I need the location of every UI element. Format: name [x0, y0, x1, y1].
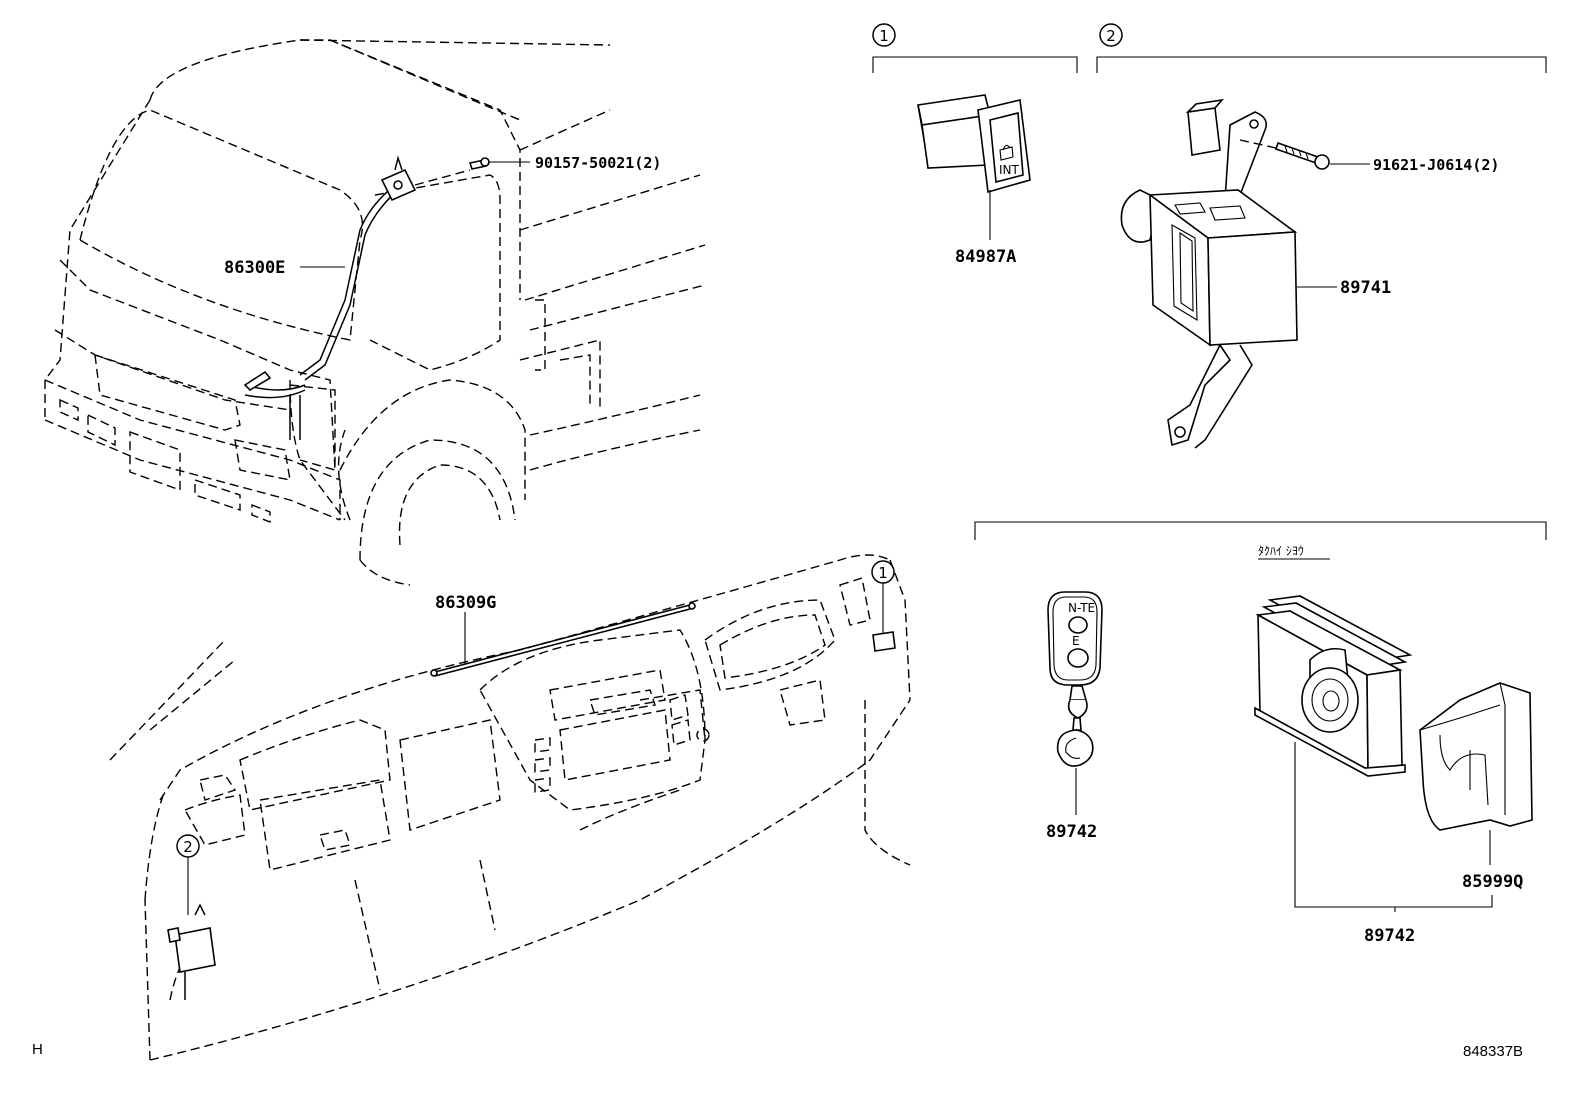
part-label-89742-left: 89742	[1046, 822, 1097, 842]
corner-code-left: H	[32, 1041, 43, 1058]
part-label-86309G: 86309G	[435, 593, 496, 613]
leader-89742-bottom	[1294, 742, 1493, 908]
group-2-bracket	[1096, 56, 1547, 73]
part-label-89742-bottom: 89742	[1364, 926, 1415, 946]
callout-2-group	[1099, 23, 1123, 47]
dashboard-illustration	[109, 554, 911, 1061]
part-label-86300E: 86300E	[224, 258, 285, 278]
case-85999Q	[1419, 682, 1533, 831]
cord-86309G	[430, 602, 696, 677]
receiver-location-marker	[167, 903, 216, 1000]
switch-location-marker	[872, 631, 896, 652]
callout-2-dashboard-number: 2	[183, 838, 193, 856]
group-1-bracket	[872, 56, 1078, 73]
transmitter-fob-89742: N-TE E	[1047, 591, 1103, 767]
truck-illustration	[44, 39, 706, 586]
part-label-90157-50021: 90157-50021(2)	[535, 154, 661, 172]
part-label-84987A: 84987A	[955, 247, 1016, 267]
group-note-label: ﾀｸﾊｲ ｼﾖｳ	[1258, 544, 1304, 558]
receiver-89741	[1120, 98, 1298, 449]
callout-1-dashboard-number: 1	[878, 564, 888, 582]
transmitter-kit-bracket	[974, 521, 1547, 540]
transmitter-box-89742	[1254, 595, 1413, 777]
svg-text:N-TE: N-TE	[1068, 601, 1095, 615]
switch-84987A: INT	[917, 94, 1031, 194]
part-label-89741: 89741	[1340, 278, 1391, 298]
illustration-number: 848337B	[1463, 1043, 1523, 1060]
svg-text:E: E	[1072, 634, 1080, 648]
callout-1-group-number: 1	[879, 27, 889, 45]
svg-text:INT: INT	[999, 163, 1020, 177]
bolt-91621	[1239, 139, 1330, 170]
callout-1-group	[872, 23, 896, 47]
part-label-91621-J0614: 91621-J0614(2)	[1373, 156, 1499, 174]
part-label-85999Q: 85999Q	[1462, 872, 1523, 892]
callout-2-group-number: 2	[1106, 27, 1116, 45]
